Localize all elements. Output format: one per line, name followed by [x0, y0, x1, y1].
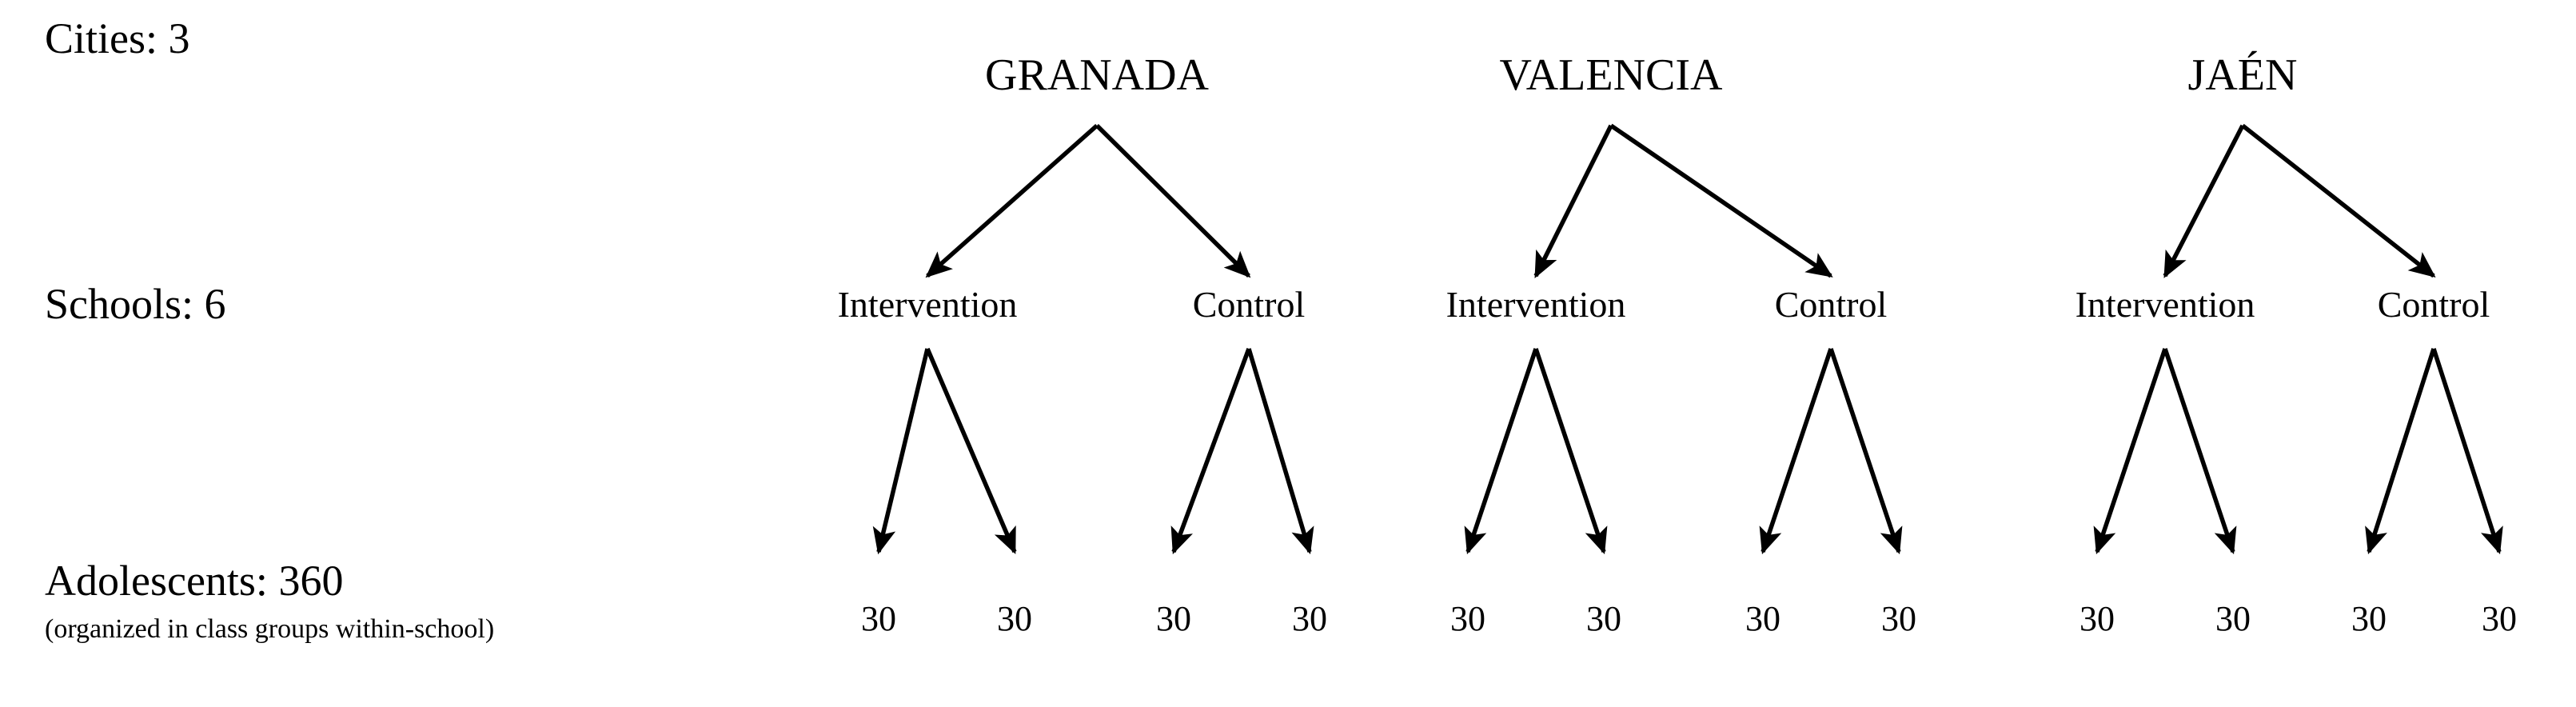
edge-jan-to-control [2241, 123, 2436, 278]
class-count-granada-control-1: 30 [1156, 599, 1191, 638]
edge-valencia-intervention-to-class2 [1533, 348, 1608, 555]
edge-granada-intervention-to-class2 [925, 347, 1017, 555]
arm-label-valencia-intervention: Intervention [1446, 284, 1626, 325]
edge-valencia-to-control [1609, 123, 1833, 278]
class-count-granada-intervention-2: 30 [997, 599, 1032, 638]
edge-valencia-to-intervention [1533, 124, 1613, 278]
edge-jan-intervention-to-class2 [2163, 348, 2237, 555]
edge-granada-control-to-class1 [1170, 348, 1251, 555]
class-count-valencia-control-2: 30 [1881, 599, 1916, 638]
edge-granada-control-to-class2 [1246, 348, 1314, 555]
level-label-adolescents-note: (organized in class groups within-school… [45, 614, 495, 644]
class-count-jan-control-2: 30 [2482, 599, 2517, 638]
class-count-valencia-intervention-1: 30 [1450, 599, 1485, 638]
edge-jan-to-intervention [2163, 124, 2245, 278]
edge-valencia-intervention-to-class1 [1464, 348, 1538, 555]
arm-label-granada-intervention: Intervention [837, 284, 1018, 325]
level-label-adolescents: Adolescents: 360 [45, 557, 344, 605]
edge-granada-to-intervention [925, 123, 1099, 278]
edge-jan-control-to-class1 [2365, 348, 2436, 555]
edge-jan-intervention-to-class1 [2093, 348, 2167, 555]
city-title-valencia: VALENCIA [1499, 50, 1723, 100]
edge-granada-intervention-to-class1 [872, 348, 930, 555]
edge-valencia-control-to-class2 [1828, 348, 1903, 555]
edge-jan-control-to-class2 [2431, 348, 2503, 555]
edge-valencia-control-to-class1 [1759, 348, 1833, 555]
level-label-cities: Cities: 3 [45, 14, 190, 62]
class-count-valencia-intervention-2: 30 [1586, 599, 1621, 638]
city-title-granada: GRANADA [985, 50, 1209, 100]
edge-granada-to-control [1095, 124, 1251, 278]
class-count-jan-control-1: 30 [2351, 599, 2387, 638]
class-count-granada-control-2: 30 [1292, 599, 1327, 638]
class-count-granada-intervention-1: 30 [861, 599, 896, 638]
arm-label-jan-control: Control [2377, 284, 2490, 325]
class-count-jan-intervention-1: 30 [2080, 599, 2115, 638]
class-count-valencia-control-1: 30 [1745, 599, 1780, 638]
city-title-jan: JAÉN [2187, 50, 2298, 100]
arm-label-granada-control: Control [1192, 284, 1306, 325]
class-count-jan-intervention-2: 30 [2215, 599, 2251, 638]
arm-label-jan-intervention: Intervention [2075, 284, 2255, 325]
arm-label-valencia-control: Control [1774, 284, 1888, 325]
level-label-schools: Schools: 6 [45, 280, 226, 328]
